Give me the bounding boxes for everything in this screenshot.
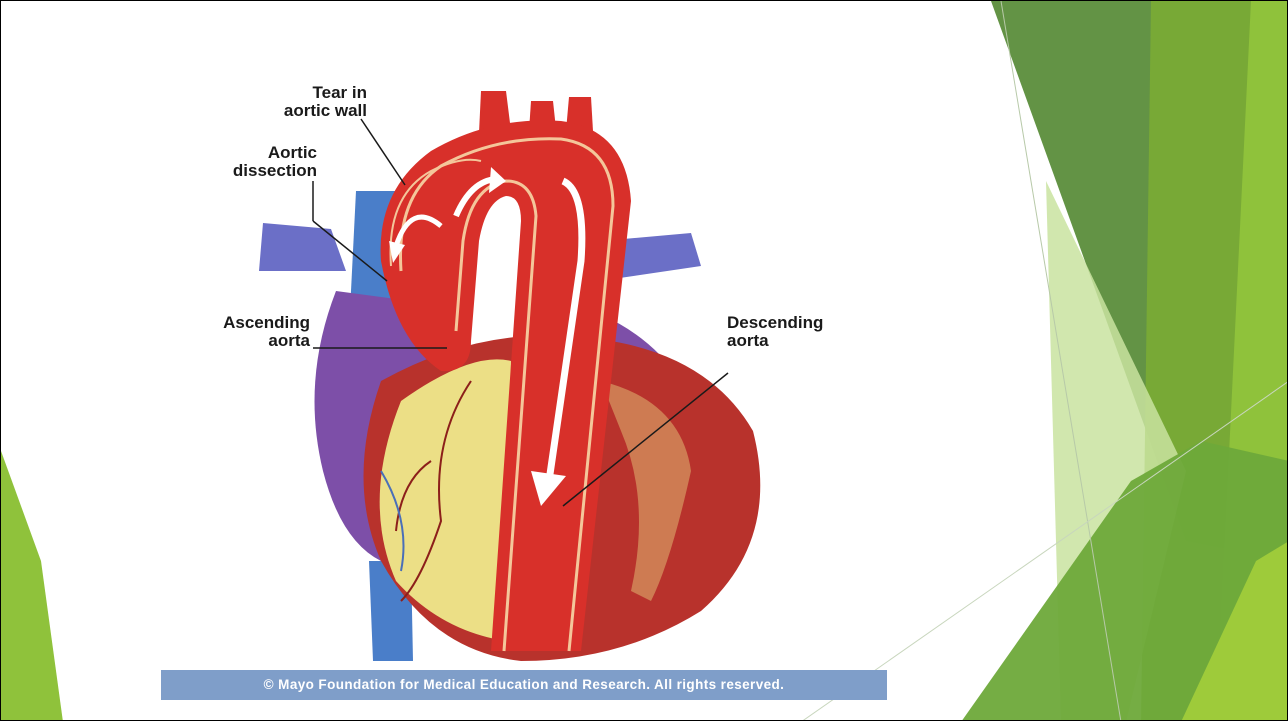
copyright-caption: © Mayo Foundation for Medical Education … [161, 670, 887, 700]
leader-tear [361, 119, 405, 185]
label-tear-in-aortic-wall: Tear in aortic wall [277, 84, 367, 120]
label-aortic-dissection: Aortic dissection [221, 144, 317, 180]
label-ascending-aorta: Ascending aorta [181, 314, 310, 350]
pulmonary-vein-left [259, 223, 346, 271]
label-descending-aorta: Descending aorta [727, 314, 867, 350]
